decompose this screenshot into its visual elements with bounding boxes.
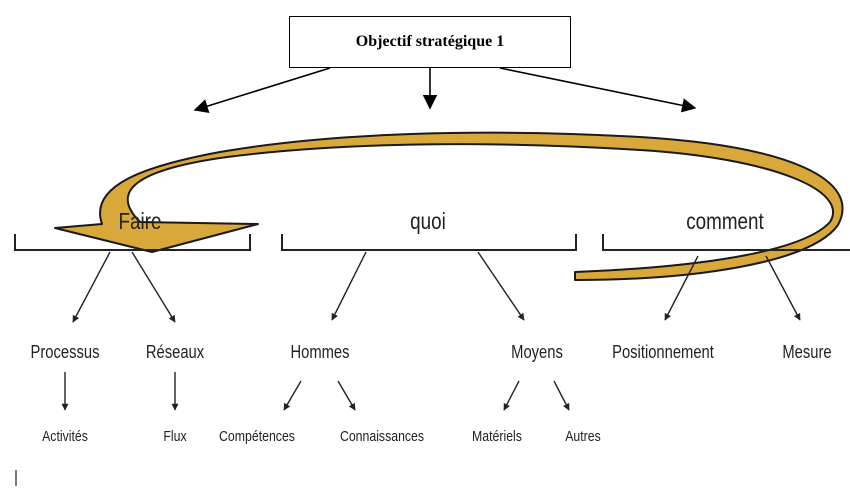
category-quoi: quoi [410,208,446,235]
conn-reseaux [132,252,175,322]
arrow-to-comment [500,68,695,108]
node-flux: Flux [163,428,186,445]
conn-connaissances [338,381,355,410]
node-competences: Compétences [219,428,295,445]
node-activites: Activités [42,428,88,445]
bracket-quoi [282,234,576,250]
category-faire: Faire [119,208,162,235]
category-comment: comment [686,208,764,235]
arrow-to-faire [195,68,330,110]
objective-box: Objectif stratégique 1 [289,16,571,68]
node-processus: Processus [31,342,100,363]
node-moyens: Moyens [511,342,563,363]
node-mesure: Mesure [782,342,831,363]
node-materiels: Matériels [472,428,522,445]
node-hommes: Hommes [290,342,349,363]
node-positionnement: Positionnement [612,342,714,363]
conn-processus [73,252,110,322]
loop-arrow [55,133,843,280]
conn-hommes [332,252,366,320]
node-connaissances: Connaissances [340,428,424,445]
conn-materiels [504,381,519,410]
node-reseaux: Réseaux [146,342,204,363]
conn-moyens [478,252,524,320]
conn-competences [284,381,301,410]
node-autres: Autres [565,428,601,445]
conn-mesure [766,256,800,320]
conn-autres [554,381,569,410]
